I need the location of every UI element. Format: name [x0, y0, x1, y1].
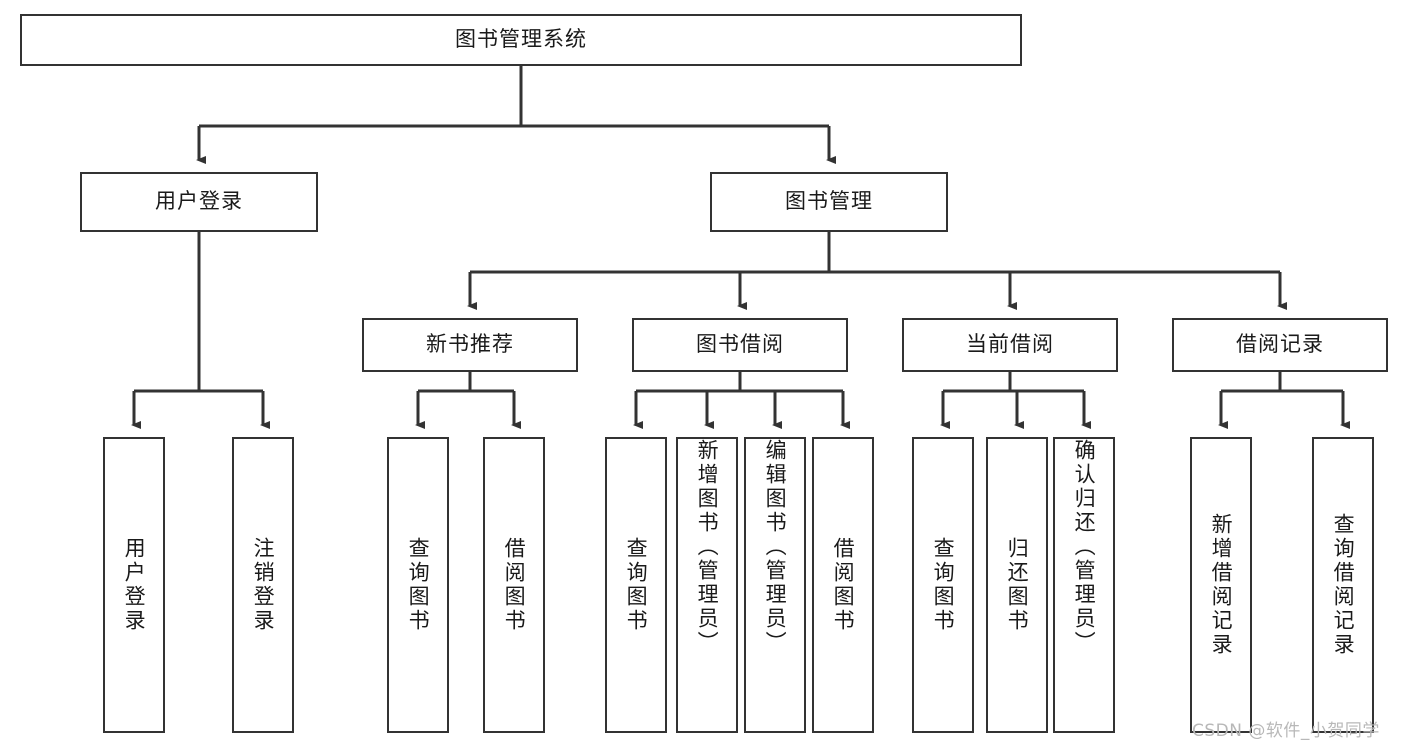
node-user-login[interactable]: 用户登录	[80, 172, 318, 232]
node-leaf-edit-book[interactable]: 编辑图书（管理员）	[744, 437, 806, 733]
node-current-borrow[interactable]: 当前借阅	[902, 318, 1118, 372]
node-book-borrow[interactable]: 图书借阅	[632, 318, 848, 372]
watermark-text: CSDN @软件_小贺同学	[1192, 721, 1380, 741]
node-leaf-return-book-label: 归还图书	[1005, 537, 1030, 633]
node-leaf-confirm-return-label: 确认归还（管理员）	[1072, 439, 1097, 655]
node-leaf-confirm-return[interactable]: 确认归还（管理员）	[1053, 437, 1115, 733]
node-leaf-logout-label: 注销登录	[251, 537, 276, 633]
node-leaf-logout[interactable]: 注销登录	[232, 437, 294, 733]
node-leaf-borrow-book-1[interactable]: 借阅图书	[483, 437, 545, 733]
node-borrow-record-label: 借阅记录	[1236, 332, 1324, 357]
node-root-label: 图书管理系统	[455, 27, 587, 52]
node-leaf-borrow-book-1-label: 借阅图书	[502, 537, 527, 633]
node-book-manage-label: 图书管理	[785, 189, 873, 214]
node-current-borrow-label: 当前借阅	[966, 332, 1054, 357]
node-leaf-add-record[interactable]: 新增借阅记录	[1190, 437, 1252, 733]
node-leaf-borrow-book-2[interactable]: 借阅图书	[812, 437, 874, 733]
node-leaf-edit-book-label: 编辑图书（管理员）	[763, 439, 788, 655]
node-leaf-add-record-label: 新增借阅记录	[1209, 513, 1234, 657]
node-leaf-add-book[interactable]: 新增图书（管理员）	[676, 437, 738, 733]
node-leaf-return-book[interactable]: 归还图书	[986, 437, 1048, 733]
node-leaf-query-book-3[interactable]: 查询图书	[912, 437, 974, 733]
node-new-book-recommend[interactable]: 新书推荐	[362, 318, 578, 372]
node-leaf-query-book-2-label: 查询图书	[624, 537, 649, 633]
node-leaf-query-book-2[interactable]: 查询图书	[605, 437, 667, 733]
node-leaf-query-record[interactable]: 查询借阅记录	[1312, 437, 1374, 733]
node-new-book-recommend-label: 新书推荐	[426, 332, 514, 357]
node-book-borrow-label: 图书借阅	[696, 332, 784, 357]
node-leaf-query-record-label: 查询借阅记录	[1331, 513, 1356, 657]
node-borrow-record[interactable]: 借阅记录	[1172, 318, 1388, 372]
node-user-login-label: 用户登录	[155, 189, 243, 214]
node-leaf-user-login[interactable]: 用户登录	[103, 437, 165, 733]
node-leaf-add-book-label: 新增图书（管理员）	[695, 439, 720, 655]
node-root[interactable]: 图书管理系统	[20, 14, 1022, 66]
node-leaf-user-login-label: 用户登录	[122, 537, 147, 633]
node-leaf-query-book-1[interactable]: 查询图书	[387, 437, 449, 733]
node-leaf-query-book-1-label: 查询图书	[406, 537, 431, 633]
node-leaf-query-book-3-label: 查询图书	[931, 537, 956, 633]
node-leaf-borrow-book-2-label: 借阅图书	[831, 537, 856, 633]
node-book-manage[interactable]: 图书管理	[710, 172, 948, 232]
